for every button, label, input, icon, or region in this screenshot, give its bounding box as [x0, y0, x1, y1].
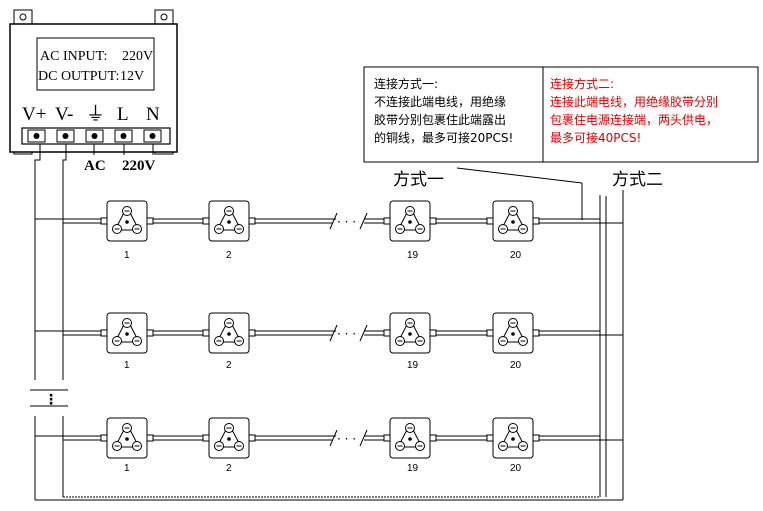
row-ellipsis: · · · — [337, 327, 356, 341]
led-module — [383, 312, 437, 354]
row-ellipsis: · · · — [337, 215, 356, 229]
vertical-ellipsis: ⋮ — [44, 392, 58, 408]
row-ellipsis: · · · — [337, 432, 356, 446]
wire-break — [359, 429, 368, 447]
ac-label: AC — [84, 158, 106, 174]
note-box: 连接方式一: 不连接此端电线，用绝缘 胶带分别包裹住此端露出 的铜线，最多可接2… — [363, 66, 759, 163]
wire-break — [359, 212, 368, 230]
module-row: · · · 1 2 19 20 — [35, 200, 623, 261]
module-number: 1 — [124, 250, 130, 261]
note-method2-title: 连接方式二: — [550, 76, 614, 91]
note-method2-line1: 连接此端电线，用绝缘胶带分别 — [550, 94, 718, 109]
led-module — [383, 200, 437, 242]
led-module — [100, 200, 154, 242]
mode-label-method2: 方式二 — [612, 170, 663, 190]
mode-label-method1: 方式一 — [393, 170, 444, 190]
led-module — [486, 312, 540, 354]
module-number: 1 — [124, 463, 130, 474]
terminal-label-ground: ⏚ — [86, 104, 105, 125]
module-number: 19 — [407, 360, 419, 371]
wire-break — [329, 324, 338, 342]
module-number: 20 — [510, 360, 522, 371]
wire-break — [329, 212, 338, 230]
note-method1-line1: 不连接此端电线，用绝缘 — [374, 94, 506, 109]
power-supply: AC INPUT: 220V DC OUTPUT: 12V V+ V- ⏚ L … — [9, 9, 178, 174]
led-module — [100, 312, 154, 354]
module-row: · · · 1 2 19 20 — [35, 312, 623, 371]
led-module — [202, 417, 256, 459]
terminal-label-vminus: V- — [55, 104, 73, 125]
led-module — [486, 417, 540, 459]
module-number: 1 — [124, 360, 130, 371]
supply-wires — [30, 144, 624, 501]
terminal-label-n: N — [146, 104, 160, 125]
led-module — [202, 200, 256, 242]
dc-output-label: DC OUTPUT: — [38, 69, 119, 84]
terminal-label-l: L — [117, 104, 129, 125]
led-module — [486, 200, 540, 242]
note-method2-line3: 最多可接40PCS! — [550, 130, 641, 145]
terminal-screws — [27, 129, 162, 143]
module-rows: · · · 1 2 19 20 · · · 1 2 19 20 · · · 1 2 19 20 — [35, 200, 623, 474]
module-number: 2 — [226, 463, 232, 474]
module-number: 20 — [510, 463, 522, 474]
module-row: · · · 1 2 19 20 — [35, 417, 623, 474]
note-method1-line2: 胶带分别包裹住此端露出 — [374, 112, 506, 127]
led-module — [383, 417, 437, 459]
ac-voltage-label: 220V — [122, 158, 156, 174]
module-number: 20 — [510, 250, 522, 261]
module-number: 2 — [226, 250, 232, 261]
module-number: 2 — [226, 360, 232, 371]
led-module — [202, 312, 256, 354]
wire-break — [329, 429, 338, 447]
module-number: 19 — [407, 250, 419, 261]
note-method2-line2: 包裹住电源连接端，两头供电， — [550, 112, 718, 127]
ac-input-label: AC INPUT: — [40, 49, 107, 64]
wire-break — [359, 324, 368, 342]
led-module — [100, 417, 154, 459]
ac-input-value: 220V — [122, 49, 153, 64]
note-method1-title: 连接方式一: — [374, 76, 438, 91]
note-method1-line3: 的铜线，最多可接20PCS! — [374, 130, 513, 145]
dc-output-value: 12V — [120, 69, 144, 84]
terminal-label-vplus: V+ — [22, 104, 46, 125]
module-number: 19 — [407, 463, 419, 474]
